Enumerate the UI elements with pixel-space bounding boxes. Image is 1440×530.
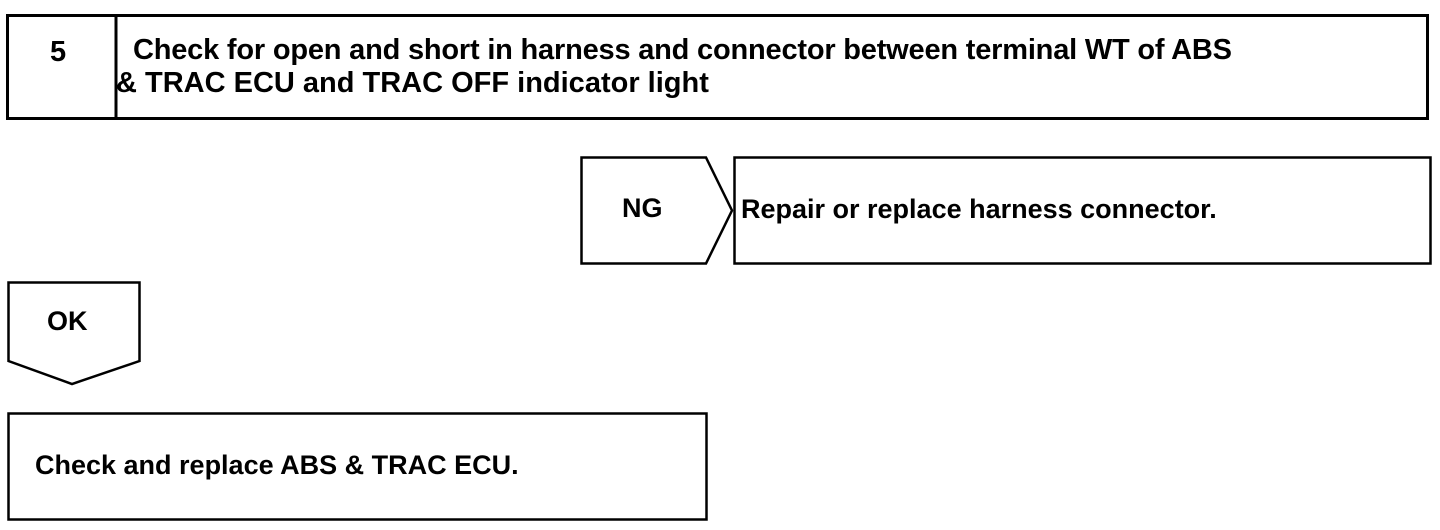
step-header-box <box>6 14 1429 120</box>
ng-result-box <box>733 156 1432 265</box>
ng-label: NG <box>622 193 663 223</box>
ok-action-text: Check and replace ABS & TRAC ECU. <box>35 450 519 480</box>
step-number: 5 <box>50 36 67 68</box>
ng-action-text: Repair or replace harness connector. <box>741 194 1217 224</box>
step-title-line-1: Check for open and short in harness and … <box>133 34 1232 66</box>
step-title-line-2: & TRAC ECU and TRAC OFF indicator light <box>116 67 709 99</box>
ok-arrow-shape <box>7 281 141 386</box>
ng-arrow-shape <box>580 156 734 265</box>
ok-label: OK <box>47 306 88 336</box>
ok-result-box <box>7 412 708 521</box>
